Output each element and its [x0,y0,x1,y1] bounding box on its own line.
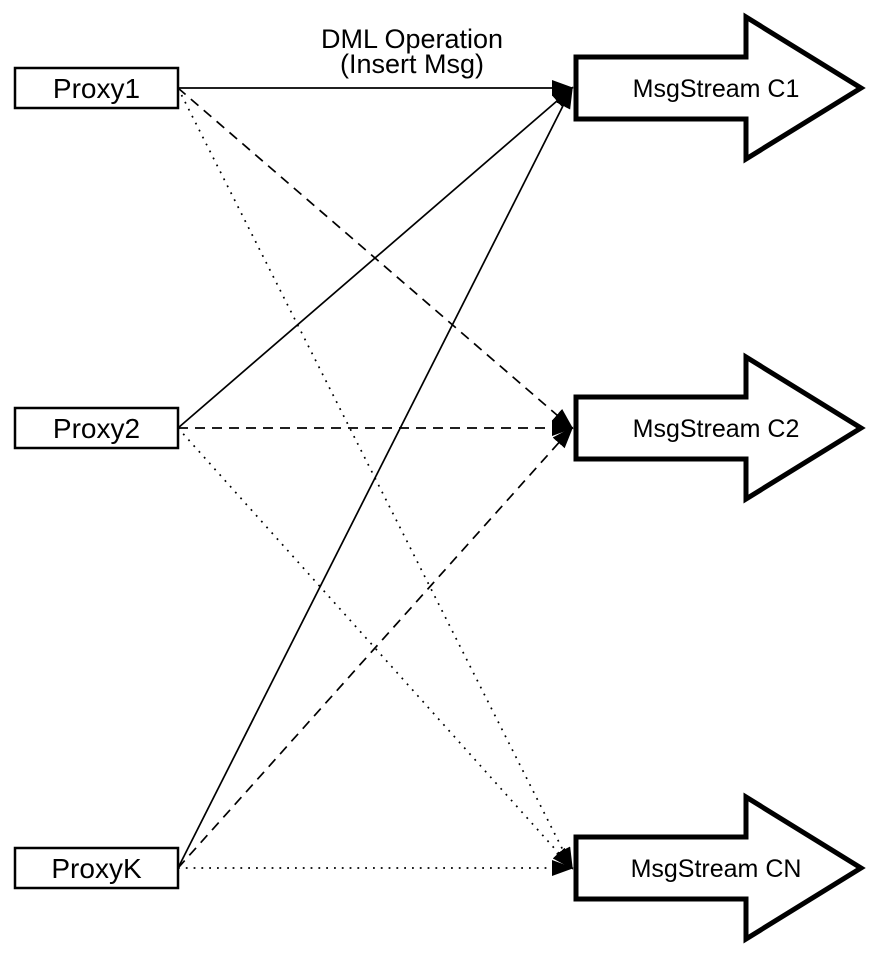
edge-proxy1-cn [177,87,573,870]
big-arrow-shape [573,352,866,504]
proxy-box [13,66,180,110]
msgstream-label: MsgStream CN [631,855,802,883]
proxy-node-proxy1: Proxy1 [13,66,180,110]
dml-operation-label-line2: (Insert Msg) [340,49,484,79]
dml-operation-label-line1: DML Operation [321,24,503,54]
msgstream-label: MsgStream C2 [633,415,800,443]
proxy-box [13,846,180,890]
msgstream-node-c2: MsgStream C2 [573,352,866,504]
proxy-label: Proxy2 [53,413,140,444]
msgstream-label: MsgStream C1 [633,75,800,103]
edge-proxyK-c2 [177,426,574,869]
edge-proxy1-c2 [177,87,574,430]
edge-proxy2-cn [177,427,574,870]
proxy-node-proxy2: Proxy2 [13,406,180,450]
proxy-label: Proxy1 [53,73,140,104]
msgstream-node-cn: MsgStream CN [573,792,866,944]
big-arrow-shape [573,12,866,164]
big-arrow-shape [573,792,866,944]
proxy-box [13,406,180,450]
proxy-node-proxyK: ProxyK [13,846,180,890]
msgstream-node-c1: MsgStream C1 [573,12,866,164]
proxy-label: ProxyK [51,853,142,884]
